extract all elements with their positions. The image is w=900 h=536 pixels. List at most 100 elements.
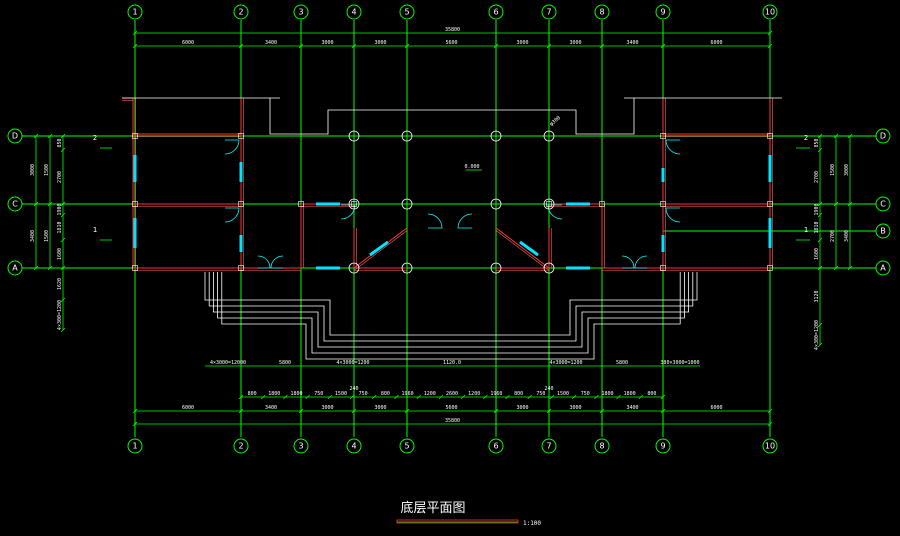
window (369, 240, 389, 257)
axis-bubble-1 (127, 4, 143, 20)
axis-label-4: 4 (351, 442, 356, 451)
axis-bubble-left-A (7, 260, 23, 276)
axis-bubble-6 (488, 4, 504, 20)
axis-label-10: 10 (765, 8, 775, 17)
dim-left-inner-tick (60, 297, 66, 303)
dim-left-mid-tick (47, 201, 53, 207)
column-square (238, 201, 244, 207)
axis-bubble-5 (399, 4, 415, 20)
axis-label-6: 6 (493, 8, 498, 17)
column (543, 262, 555, 274)
door-right-corridor-b (634, 255, 648, 269)
dim-detail-bottom-value: 2600 (446, 391, 458, 397)
axis-label-5: 5 (404, 442, 409, 451)
axis-bubble-1 (127, 438, 143, 454)
column (543, 130, 555, 142)
column (401, 198, 413, 210)
dim-detail-bottom-tick (571, 394, 577, 400)
column (490, 262, 502, 274)
scale-label: 1:100 (523, 520, 541, 527)
column (490, 198, 502, 210)
column-square (546, 201, 552, 207)
entry-step (217, 272, 685, 354)
axis-bubble-3 (293, 4, 309, 20)
column-square (238, 133, 244, 139)
dim-left-inner-value: 1600 (57, 248, 63, 260)
dim-left-inner-value: 2700 (57, 171, 63, 183)
axis-label-10: 10 (765, 442, 775, 451)
column-square (351, 201, 357, 207)
column (348, 262, 360, 274)
dim-steps-value: 4×3000=1200 (549, 360, 582, 366)
axis-bubble-5 (399, 438, 415, 454)
dim-detail-bottom-tick (616, 394, 621, 400)
dim-detail-bottom-tick (660, 394, 666, 400)
dim-detail-bottom-tick (349, 394, 355, 400)
dim-detail-bottom-value: 1200 (468, 391, 480, 397)
column (543, 198, 555, 210)
dim-spans-bottom-tick (599, 408, 605, 414)
dim-steps-value: 5800 (616, 360, 628, 366)
axis-bubble-right-B (875, 223, 891, 239)
dim-detail-bottom-tick (260, 394, 266, 400)
dim-right-mid-tick (833, 201, 839, 207)
dim-detail-bottom-value: 1800 (601, 391, 613, 397)
dim-spans-top-tick (493, 43, 499, 49)
axis-label-3: 3 (298, 442, 303, 451)
dim-detail-bottom-value: 1500 (557, 391, 569, 397)
dim-spans-bottom-value: 3000 (516, 405, 528, 411)
column-square (132, 201, 138, 207)
dim-right-inner-value: 1810 (814, 221, 820, 233)
dim-steps-value: 4×3000=12000 (210, 360, 246, 366)
dim-spans-top-value: 3000 (374, 40, 386, 46)
axis-label-6: 6 (493, 442, 498, 451)
canopy-outline (269, 98, 635, 135)
axis-label-9: 9 (660, 442, 665, 451)
dim-detail-bottom-value: 800 (248, 391, 257, 397)
dim-right-outer-tick (847, 265, 853, 271)
column (348, 130, 360, 142)
dim-detail-bottom-value: 1200 (424, 391, 436, 397)
dim-total-bottom-tick (132, 421, 138, 427)
dim-detail-bottom-value: 1500 (335, 391, 347, 397)
column-square (767, 201, 773, 207)
dim-detail-bottom-value: 800 (514, 391, 523, 397)
column (490, 130, 502, 142)
wall-diag-right (495, 230, 550, 271)
dim-detail-bottom-tick (305, 394, 310, 400)
dim-left-mid-value: 1500 (44, 230, 50, 242)
axis-bubble-10 (762, 4, 778, 20)
dim-spans-top-tick (660, 43, 666, 49)
axis-bubble-right-C (875, 196, 891, 212)
dim-spans-top-tick (238, 43, 244, 49)
entry-step (212, 272, 689, 348)
dim-right-outer-value: 3000 (844, 164, 850, 176)
dim-spans-top-value: 3000 (516, 40, 528, 46)
dim-left-inner-tick (60, 133, 66, 139)
dim-spans-top-value: 3400 (265, 40, 277, 46)
dim-detail-bottom-tick (327, 394, 333, 400)
dim-left-inner-tick (60, 212, 66, 218)
dim-detail-bottom-tick (483, 394, 488, 400)
axis-bubble-9 (655, 4, 671, 20)
column-square (132, 133, 138, 139)
axis-label-right-A: A (880, 264, 886, 273)
dim-left-inner-tick (60, 327, 66, 333)
dim-right-inner-tick (817, 212, 823, 218)
dim-left-outer-value: 3400 (30, 230, 36, 242)
dim-right-mid-tick (833, 133, 839, 139)
entry-step (221, 272, 681, 360)
dim-spans-top-value: 3000 (569, 40, 581, 46)
main-door-left (427, 213, 443, 229)
dim-spans-bottom-tick (404, 408, 410, 414)
dim-right-outer-value: 3400 (844, 230, 850, 242)
axis-bubble-3 (293, 438, 309, 454)
dim-spans-top-tick (132, 43, 138, 49)
dim-steps-value: 5800 (279, 360, 291, 366)
dim-spans-bottom-value: 3400 (265, 405, 277, 411)
dim-detail-bottom-value: 1800 (268, 391, 280, 397)
axis-bubble-6 (488, 438, 504, 454)
axis-label-left-D: D (12, 132, 18, 141)
dim-spans-top-tick (546, 43, 552, 49)
elevation-label: 0.000 (464, 164, 479, 170)
